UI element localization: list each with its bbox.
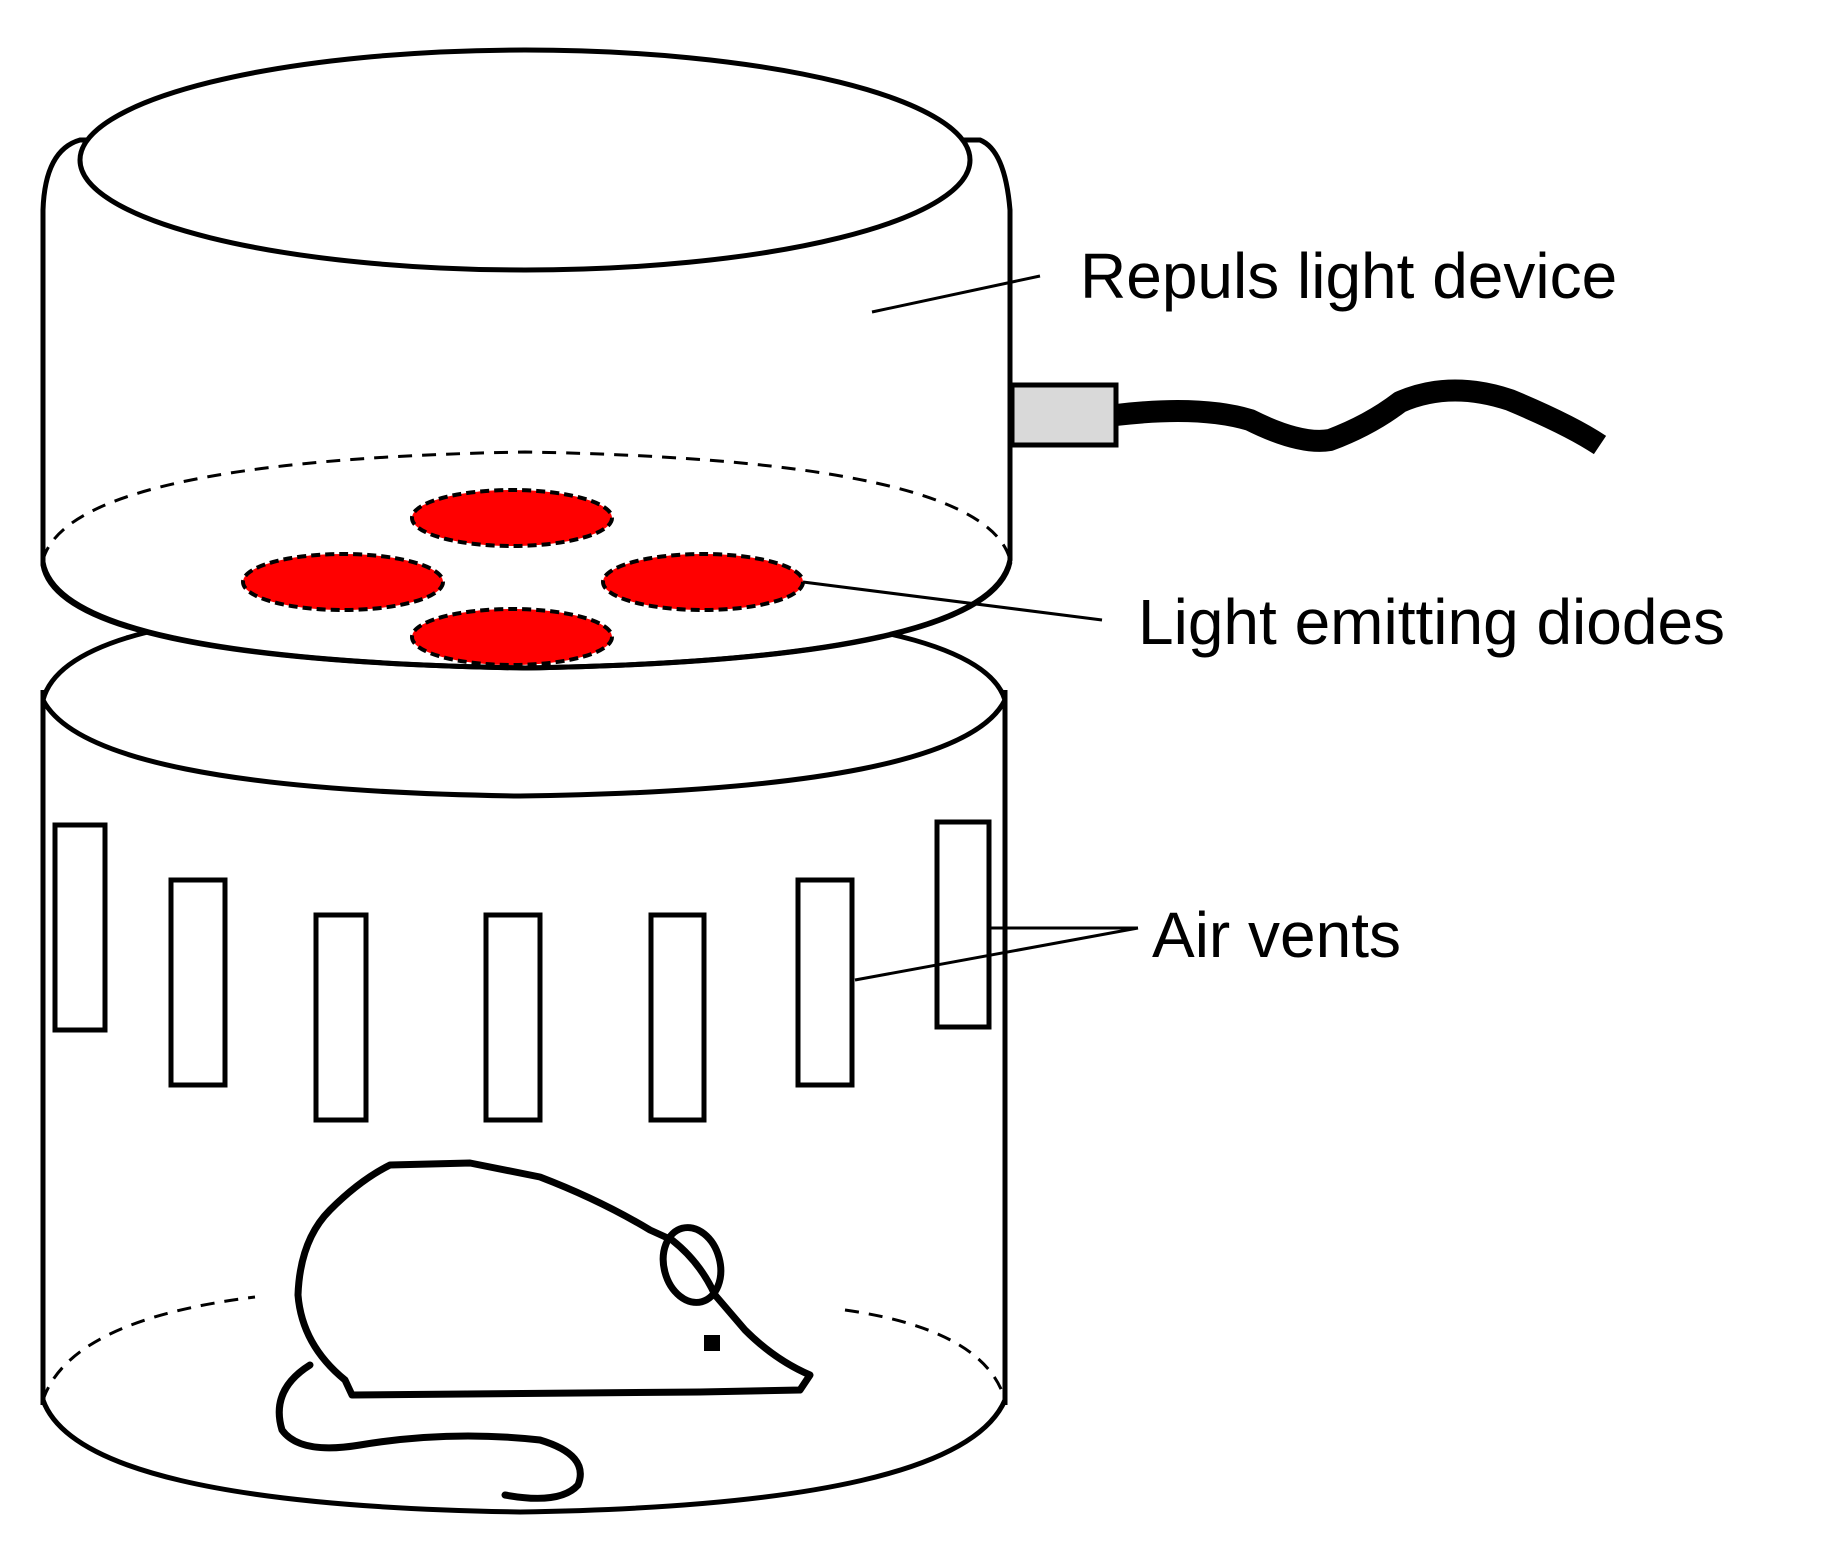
device-label: Repuls light device <box>1080 240 1618 312</box>
repuls-light-device <box>40 47 1013 671</box>
led <box>601 552 805 612</box>
vent-leader-line-lower <box>854 926 1139 982</box>
air-vent <box>52 822 108 1033</box>
led <box>410 488 614 548</box>
mouse-ear <box>659 1224 725 1306</box>
led <box>410 607 614 667</box>
cable <box>1114 379 1607 455</box>
air-vent <box>483 912 543 1123</box>
mouse-icon <box>275 1159 814 1502</box>
air-vent <box>313 912 369 1123</box>
air-vent <box>168 877 228 1088</box>
air-vent <box>648 912 707 1123</box>
device-leader-line <box>871 274 1041 314</box>
led <box>241 552 445 612</box>
device-top-lid <box>77 47 973 273</box>
light-emitting-diodes <box>241 488 805 667</box>
cage-bottom-rim-back-right <box>844 1308 1007 1401</box>
mouse-tail <box>275 1361 584 1502</box>
cage-bottom-rim-front <box>40 1399 1008 1515</box>
air-vent <box>934 819 992 1030</box>
air-vents-label: Air vents <box>1152 899 1401 971</box>
air-vent <box>795 877 855 1088</box>
air-vents <box>52 819 992 1123</box>
device-bottom-back-edge <box>41 450 1012 561</box>
led-label: Light emitting diodes <box>1138 586 1726 658</box>
mouse-eye <box>704 1335 720 1351</box>
power-cable-icon <box>1009 379 1607 455</box>
cable-connector <box>1009 382 1119 448</box>
leader-lines <box>802 274 1139 982</box>
led-leader-line <box>802 580 1103 622</box>
cage-top-rim-front <box>40 698 1008 799</box>
cage-bottom-rim-back-left <box>41 1295 256 1401</box>
device-bottom-front-edge <box>40 561 1013 671</box>
mouse-cage <box>40 612 1008 1515</box>
mouse-body <box>294 1159 814 1399</box>
